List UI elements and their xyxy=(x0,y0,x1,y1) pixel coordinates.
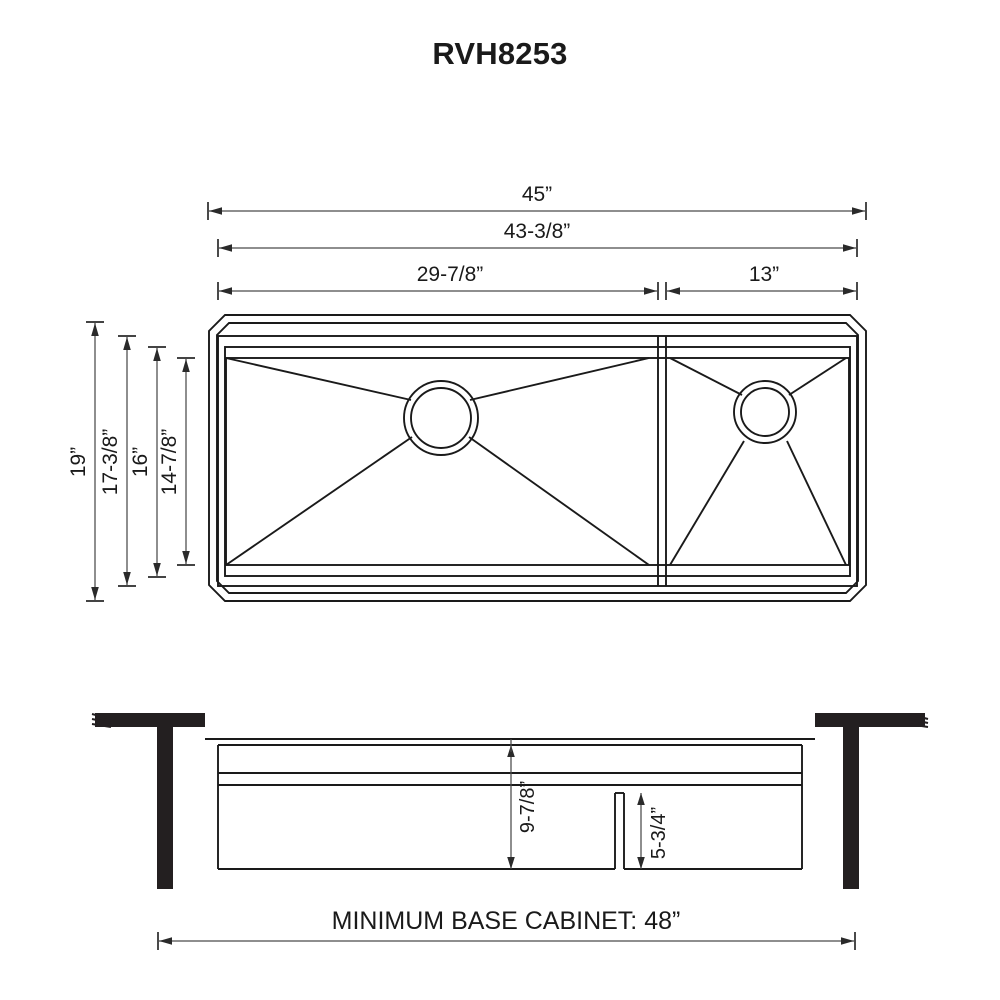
dimension-label-basin-depth: 16” xyxy=(129,447,152,477)
small-bowl-slope-top-left xyxy=(669,357,743,396)
right-drain-inner-ring xyxy=(740,387,790,437)
small-bowl xyxy=(669,357,847,566)
countertop-right xyxy=(815,713,925,727)
sink-rim-inner-edge xyxy=(216,322,859,594)
dimension-label-inner-basin-depth: 14-7/8” xyxy=(158,429,181,496)
front-view-body xyxy=(205,738,815,870)
small-bowl-slope-bottom-left xyxy=(669,440,745,566)
cabinet-wall-left xyxy=(91,713,205,889)
top-vertical-dimensions: 19” 17-3/8” 16” xyxy=(67,321,195,602)
dimension-label-overall-depth: 19” xyxy=(67,447,90,477)
dimension-overall-width: 45” xyxy=(207,183,867,220)
break-hatch-right xyxy=(908,713,929,728)
large-bowl xyxy=(225,357,650,566)
sink-top-view xyxy=(208,314,867,602)
dimension-inner-basin-depth: 14-7/8” xyxy=(158,357,195,566)
basin-opening-inner xyxy=(224,346,851,577)
page-title: RVH8253 xyxy=(432,36,568,71)
dimension-label-small-bowl-width: 13” xyxy=(749,263,779,286)
dimension-small-bowl-height: 5-3/4” xyxy=(637,793,670,869)
countertop-left xyxy=(95,713,205,727)
large-bowl-slope-top-left xyxy=(225,357,412,401)
dimension-large-bowl-height: 9-7/8” xyxy=(507,739,539,869)
large-bowl-slope-bottom-right xyxy=(468,436,650,566)
dimension-rim-depth: 17-3/8” xyxy=(99,335,136,587)
large-bowl-slope-top-right xyxy=(469,357,650,401)
right-drain-outer-ring xyxy=(733,380,797,444)
dimension-label-large-bowl-width: 29-7/8” xyxy=(417,263,484,286)
left-drain-inner-ring xyxy=(410,387,472,449)
cabinet-wall-right xyxy=(815,713,929,889)
large-bowl-slope-bottom-left xyxy=(225,436,413,566)
right-drain xyxy=(733,380,797,444)
dimension-label-rim-depth: 17-3/8” xyxy=(99,429,122,496)
dimension-label-overall-width: 45” xyxy=(522,183,552,206)
top-horizontal-dimensions: 45” 43-3/8” xyxy=(207,183,867,300)
dimension-label-large-bowl-height: 9-7/8” xyxy=(517,781,539,833)
left-drain-outer-ring xyxy=(403,380,479,456)
dimension-label-small-bowl-height: 5-3/4” xyxy=(648,807,670,859)
dimension-basin-depth: 16” xyxy=(129,346,166,578)
dimension-basin-outer-width: 43-3/8” xyxy=(217,220,858,257)
basin-opening-outer xyxy=(217,335,858,587)
minimum-base-cabinet-label: MINIMUM BASE CABINET: 48” xyxy=(332,907,681,935)
sink-outer-rim xyxy=(208,314,867,602)
small-bowl-slope-bottom-right xyxy=(786,440,847,566)
left-drain xyxy=(403,380,479,456)
dimension-bowl-widths: 29-7/8” 13” xyxy=(217,263,858,300)
break-hatch-left xyxy=(91,713,112,728)
small-bowl-slope-top-right xyxy=(788,357,847,396)
sink-front-view: 9-7/8” 5-3/4” MINIMUM BASE CABINET: 48” xyxy=(91,713,929,950)
cabinet-side-left xyxy=(157,727,173,889)
dimension-minimum-base-cabinet: MINIMUM BASE CABINET: 48” xyxy=(157,907,856,950)
cabinet-side-right xyxy=(843,727,859,889)
dimension-overall-depth: 19” xyxy=(67,321,104,602)
dimension-label-basin-outer-width: 43-3/8” xyxy=(504,220,571,243)
basin-floor-outline xyxy=(225,357,850,566)
